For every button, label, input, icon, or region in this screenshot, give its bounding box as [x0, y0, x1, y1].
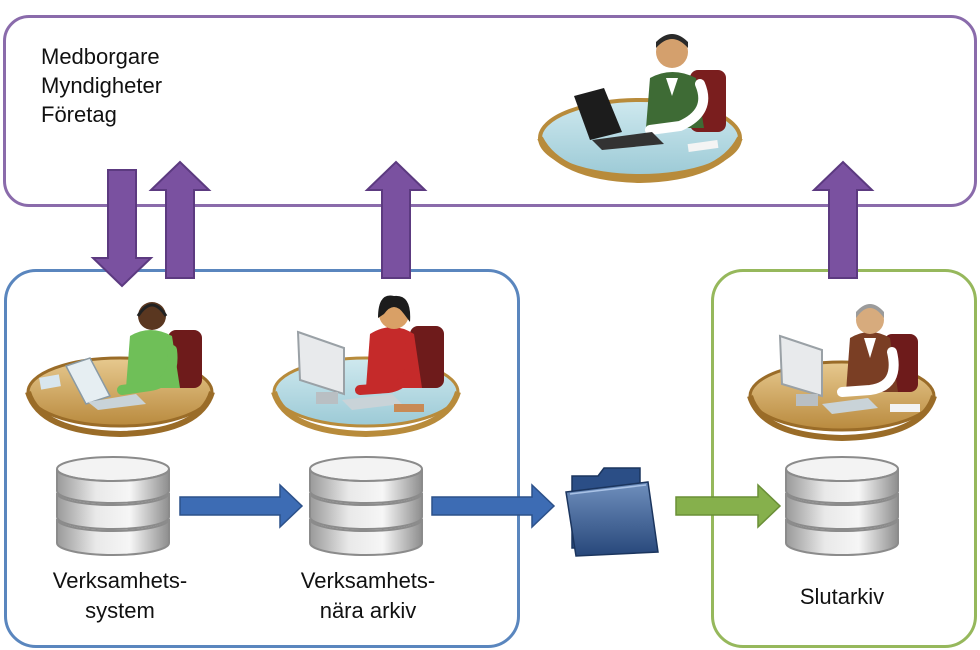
folder-icon: [565, 467, 659, 557]
caption-line: Slutarkiv: [799, 584, 885, 609]
green-arrow-folder-to-final: [675, 483, 782, 529]
purple-arrow-down: [90, 169, 154, 288]
caption-line: Verksamhets-: [300, 568, 436, 593]
purple-arrow-up-3: [811, 160, 875, 279]
purple-arrow-up-1: [148, 160, 212, 279]
blue-arrow-system-to-archive: [179, 483, 304, 529]
person-at-desk-icon: [25, 302, 215, 438]
caption-verksamhetssystem: Verksamhets- system: [20, 566, 220, 626]
blue-arrow-archive-to-folder: [431, 483, 556, 529]
database-icon: [309, 456, 423, 556]
caption-line: Verksamhets-: [52, 568, 188, 593]
purple-arrow-up-2: [364, 160, 428, 279]
caption-slutarkiv: Slutarkiv: [742, 582, 942, 612]
database-icon: [785, 456, 899, 556]
actor-label-myndigheter: Myndigheter: [41, 73, 163, 98]
caption-verksamhetsnara-arkiv: Verksamhets- nära arkiv: [268, 566, 468, 626]
caption-line: system: [85, 598, 155, 623]
person-at-desk-icon: [271, 295, 461, 438]
actor-label-medborgare: Medborgare: [41, 44, 160, 69]
person-at-desk-icon: [747, 304, 937, 442]
actor-label-foretag: Företag: [41, 102, 117, 127]
person-at-desk-icon: [537, 34, 743, 184]
caption-line: nära arkiv: [319, 598, 417, 623]
external-actors-list: Medborgare Myndigheter Företag: [41, 42, 162, 129]
database-icon: [56, 456, 170, 556]
